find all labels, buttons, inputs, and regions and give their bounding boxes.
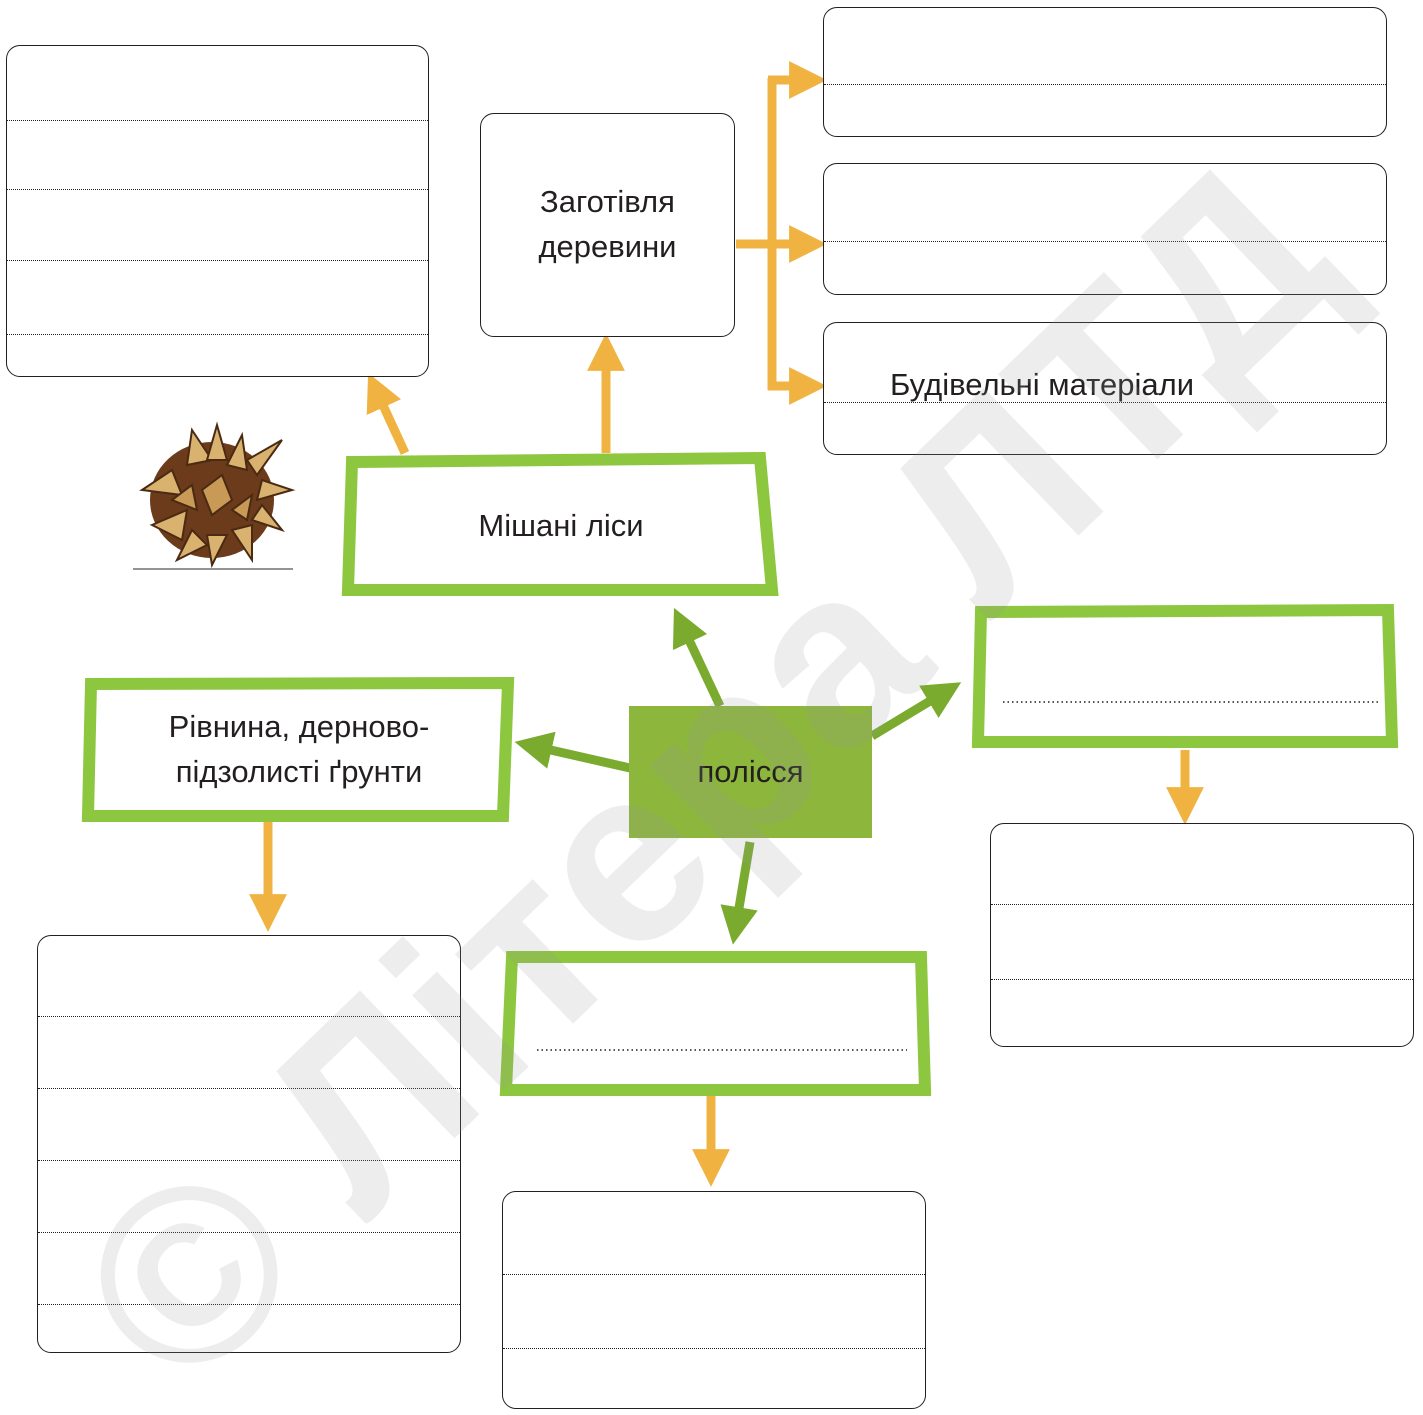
timber-box: Заготівля деревини — [480, 113, 735, 337]
arrow-forest-to-topleft — [366, 372, 410, 455]
write-line — [7, 334, 428, 335]
bottom-frame — [499, 951, 932, 1096]
timber-use-box-3[interactable]: Будівельні матеріали — [823, 322, 1387, 455]
write-line — [7, 120, 428, 121]
write-line — [503, 1274, 925, 1275]
write-line — [7, 189, 428, 190]
plain-label: Рівнина, дерново- підзолисті ґрунти — [168, 709, 430, 789]
timber-use-box-1[interactable] — [823, 7, 1387, 137]
write-line — [38, 1016, 460, 1017]
write-line — [38, 1088, 460, 1089]
write-line — [38, 1160, 460, 1161]
bottom-answer-box[interactable] — [502, 1191, 926, 1409]
arrow-center-to-bottom — [720, 841, 758, 945]
write-line — [824, 402, 1386, 403]
forest-answer-box[interactable] — [6, 45, 429, 377]
center-label: полісся — [697, 754, 804, 789]
arrow-center-to-forest — [672, 607, 725, 708]
timber-label: Заготівля деревини — [538, 184, 677, 264]
arrow-center-to-plain — [514, 731, 631, 773]
right-frame — [971, 603, 1399, 748]
arrow-center-to-right — [869, 682, 962, 740]
write-line — [991, 904, 1413, 905]
write-line — [824, 84, 1386, 85]
write-line — [7, 260, 428, 261]
center-node: полісся — [629, 706, 872, 838]
timber-use-text-3: Будівельні матеріали — [890, 367, 1195, 402]
forest-label: Мішані ліси — [478, 507, 644, 543]
write-line — [38, 1304, 460, 1305]
write-line — [38, 1232, 460, 1233]
write-line — [824, 241, 1386, 242]
plain-frame — [81, 676, 515, 822]
right-answer-box[interactable] — [990, 823, 1414, 1047]
timber-use-box-2[interactable] — [823, 163, 1387, 295]
forest-frame — [341, 451, 779, 596]
write-line — [991, 979, 1413, 980]
write-line — [503, 1348, 925, 1349]
plain-answer-box[interactable] — [37, 935, 461, 1353]
